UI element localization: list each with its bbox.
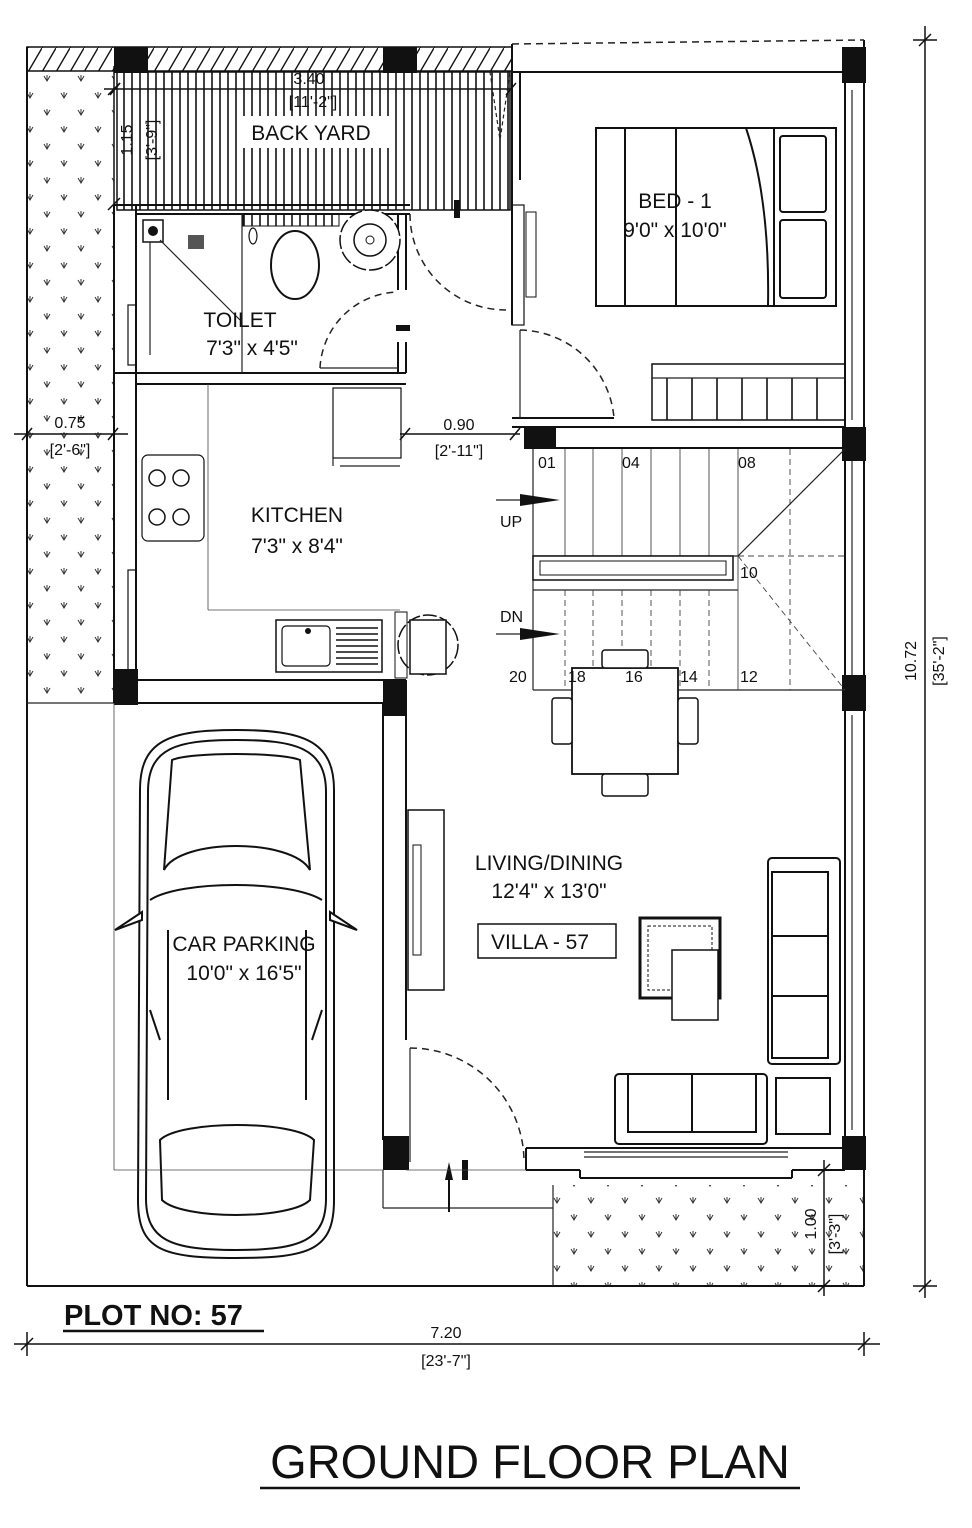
- kitchen-fixtures: [141, 384, 459, 679]
- step-label-10: 10: [740, 565, 758, 582]
- bed1-label: BED - 1: [638, 190, 712, 213]
- dim-door-width-metric: 0.90: [443, 417, 474, 434]
- toilet-label: TOILET: [203, 309, 276, 332]
- dim-backyard-depth-imperial: [3'-9"]: [144, 120, 161, 161]
- staircase: [496, 448, 846, 691]
- sofa-bottom: [614, 1073, 831, 1145]
- dim-backyard-width-metric: 3.40: [293, 71, 324, 88]
- parking-label: CAR PARKING: [172, 933, 315, 956]
- dim-door-width-imperial: [2'-11"]: [435, 443, 483, 460]
- stair-dn-label: DN: [500, 609, 523, 626]
- dim-front-margin-metric: 1.00: [803, 1208, 820, 1239]
- walls: [113, 44, 865, 1179]
- dining-table: [551, 649, 699, 797]
- bed: [595, 127, 837, 307]
- parking-size: 10'0" x 16'5": [186, 962, 301, 985]
- side-garden-left: [28, 72, 114, 702]
- dimension-lines: [14, 26, 937, 1356]
- step-label-18: 18: [568, 669, 586, 686]
- drawing-title: GROUND FLOOR PLAN: [270, 1435, 790, 1488]
- villa-label-box: [477, 923, 617, 959]
- pillars: [114, 47, 866, 1170]
- backyard-label: BACK YARD: [251, 122, 370, 145]
- dim-total-width-imperial: [23'-7"]: [421, 1353, 471, 1370]
- wardrobe: [651, 363, 846, 421]
- plot-number: PLOT NO: 57: [64, 1300, 243, 1332]
- dim-front-margin-imperial: [3'-3"]: [827, 1214, 844, 1255]
- dim-backyard-depth-metric: 1.15: [119, 124, 136, 155]
- step-label-12: 12: [740, 669, 758, 686]
- dim-side-margin-metric: 0.75: [54, 415, 85, 432]
- living-label: LIVING/DINING: [475, 852, 623, 875]
- step-label-01: 01: [538, 455, 556, 472]
- step-label-16: 16: [625, 669, 643, 686]
- kitchen-label: KITCHEN: [251, 504, 343, 527]
- car: [114, 728, 358, 1260]
- villa-label: VILLA - 57: [491, 931, 589, 954]
- stair-up-label: UP: [500, 514, 522, 531]
- step-label-04: 04: [622, 455, 640, 472]
- front-garden: [553, 1185, 863, 1285]
- coffee-table: [638, 916, 722, 1021]
- dim-total-width-metric: 7.20: [430, 1325, 461, 1342]
- sofa-right: [767, 857, 841, 1065]
- step-label-14: 14: [680, 669, 698, 686]
- toilet-size: 7'3" x 4'5": [206, 337, 298, 360]
- dim-side-margin-imperial: [2'-6"]: [50, 442, 91, 459]
- toilet-fixtures: [142, 209, 401, 373]
- compound-wall-top: [26, 46, 513, 72]
- step-label-20: 20: [509, 669, 527, 686]
- living-size: 12'4" x 13'0": [491, 880, 606, 903]
- dim-total-depth-metric: 10.72: [903, 641, 920, 681]
- bed1-size: 9'0" x 10'0": [623, 219, 727, 242]
- kitchen-size: 7'3" x 8'4": [251, 535, 343, 558]
- back-yard: [116, 71, 511, 211]
- dim-total-depth-imperial: [35'-2"]: [931, 636, 948, 686]
- dim-backyard-width-imperial: [11'-2"]: [289, 94, 337, 111]
- step-label-08: 08: [738, 455, 756, 472]
